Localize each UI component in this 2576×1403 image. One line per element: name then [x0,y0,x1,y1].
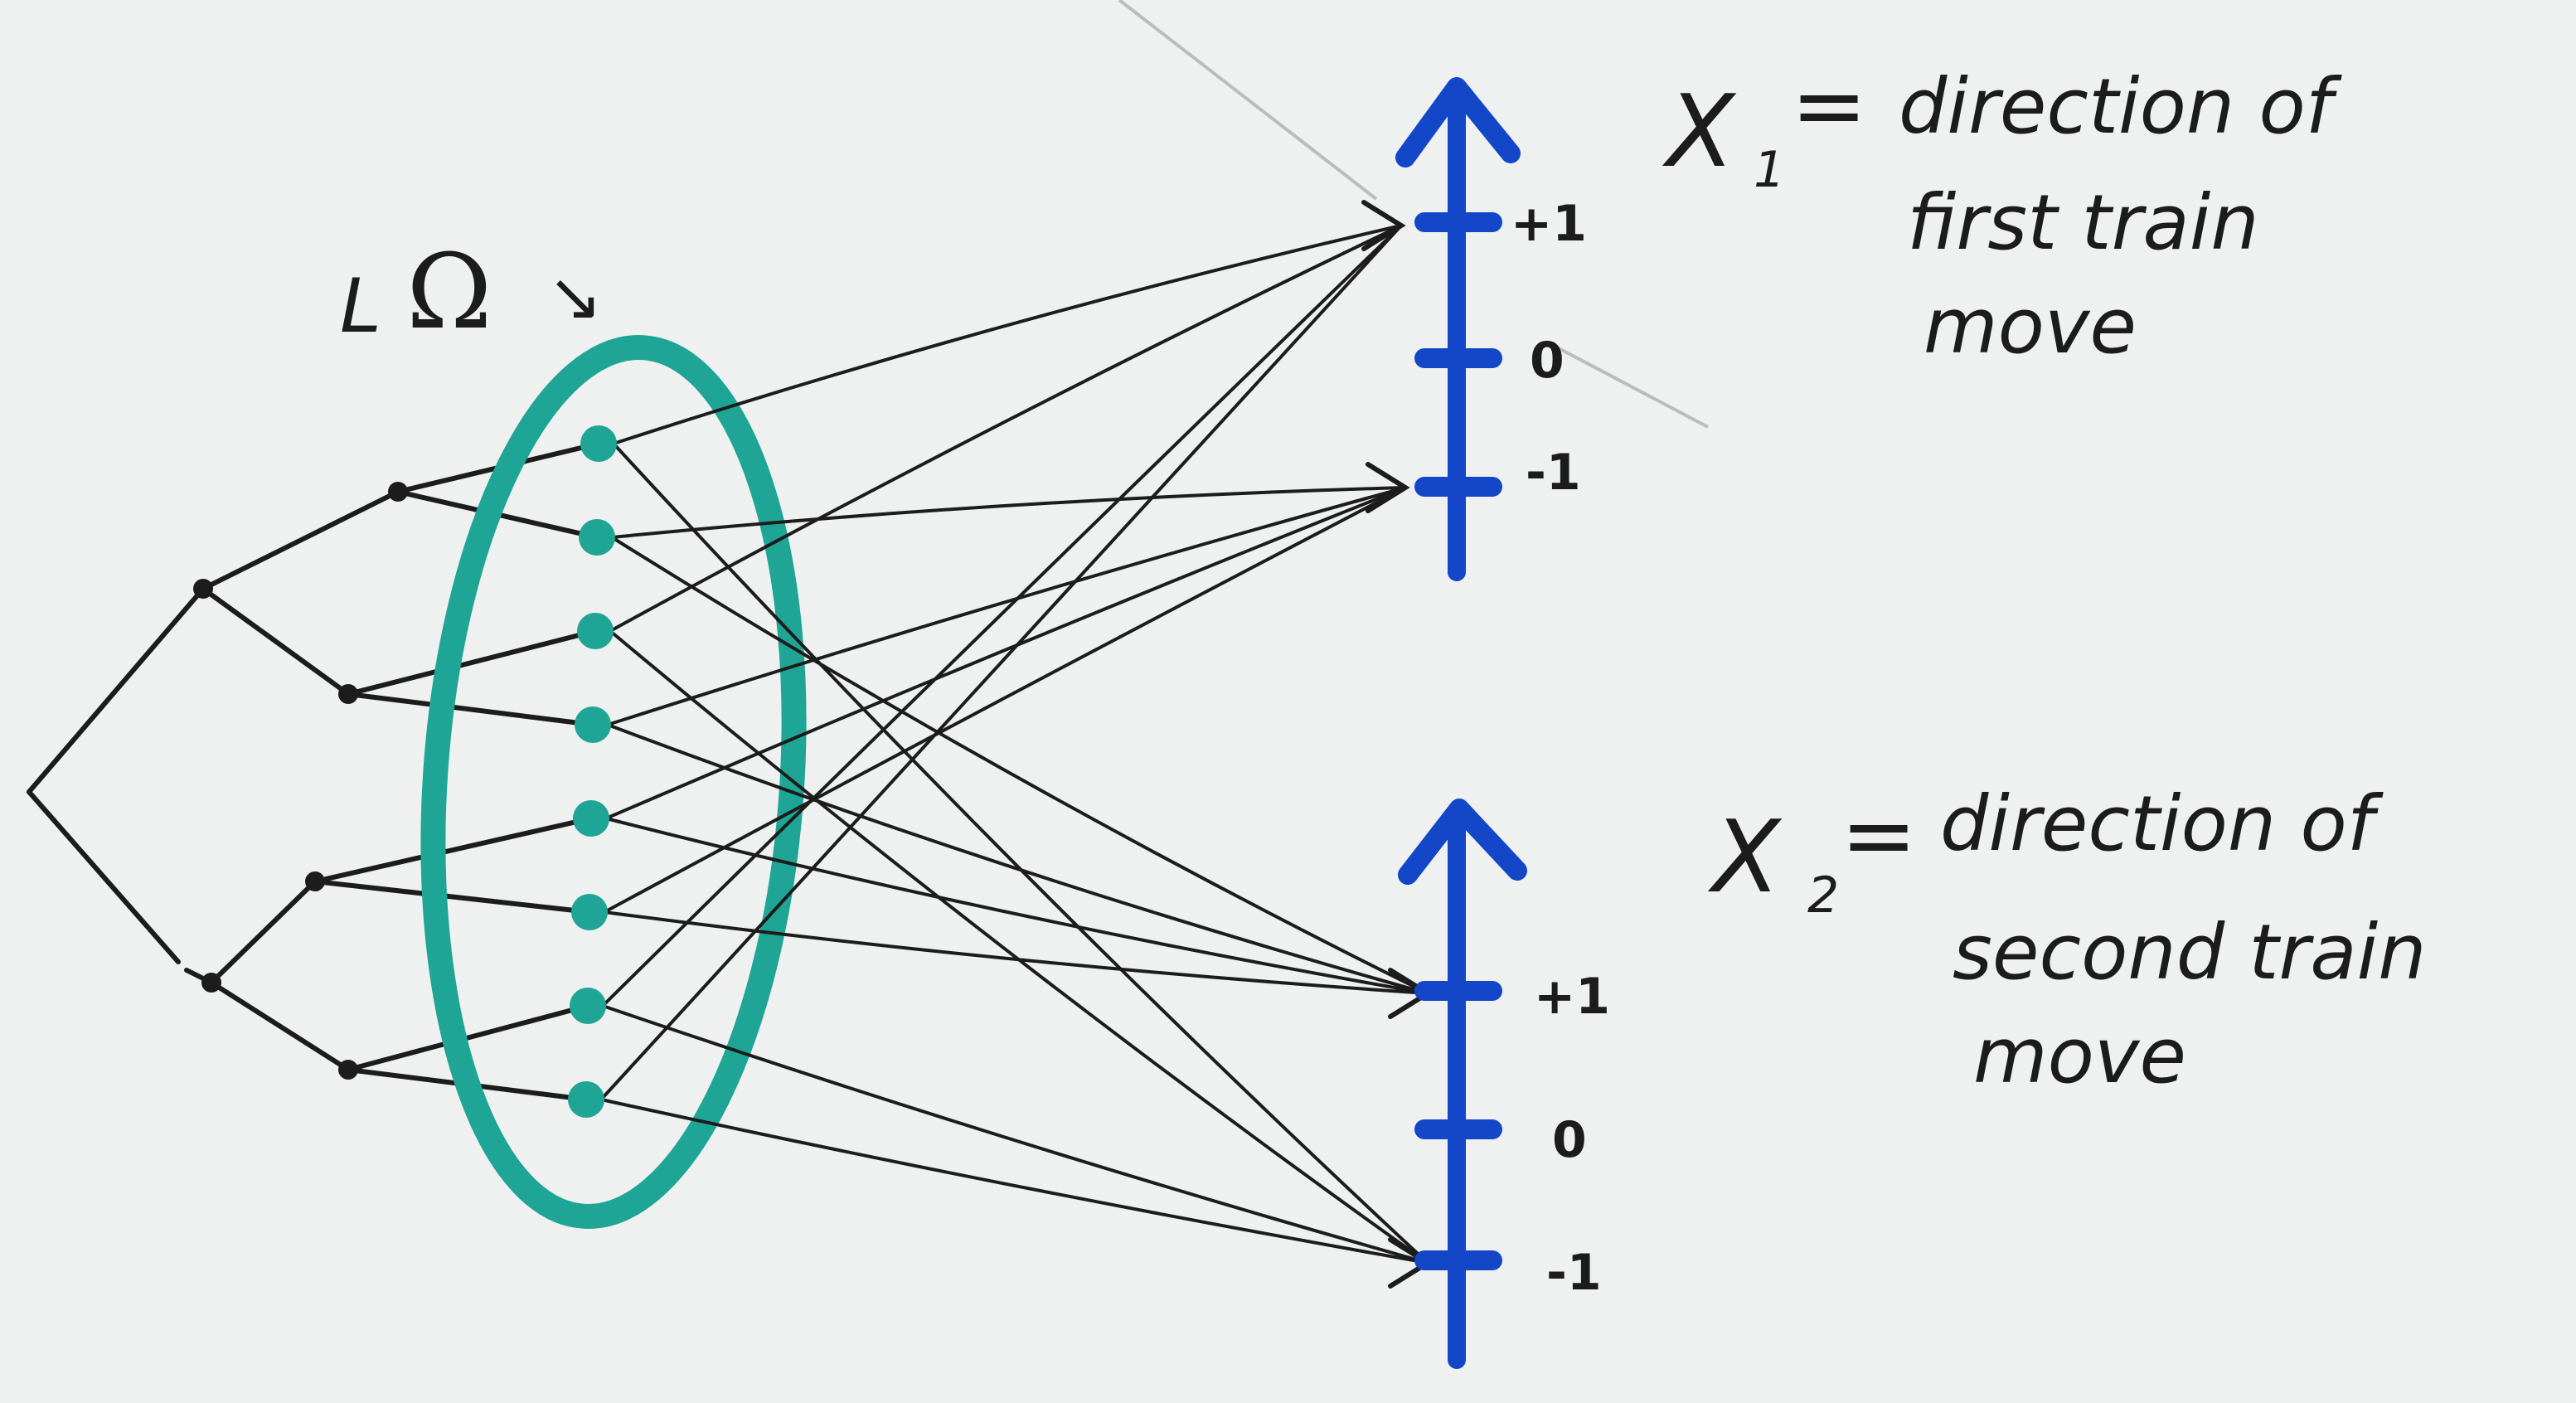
arrow-to-x1 [599,224,1403,1101]
arrow-to-x2 [612,442,1429,1265]
x2-subscript: 2 [1807,867,1839,925]
x2-equals: = [1841,782,1917,888]
x2-tick-label-minus1: -1 [1546,1244,1602,1302]
tree-branch-leaf [313,879,592,915]
tree-branch [27,789,181,964]
x2-description-line-1: direction of [1940,779,2384,868]
omega-arrow-icon: ↘ [547,258,603,335]
tree-branch-leaf [346,692,595,727]
pencil-stroke [1558,347,1709,429]
arrow-to-x1 [606,486,1407,726]
tree-node [338,1060,358,1080]
arrow-to-x1 [612,224,1403,445]
outcome-point [571,894,608,930]
x1-tick-label-minus1: -1 [1526,444,1581,502]
tree-branch [209,980,351,1072]
tree-branch-leaf [346,629,598,697]
outcome-point [573,800,609,837]
tree-branch-leaf [346,1003,590,1072]
x1-variable: X [1662,75,1737,190]
x1-description-line-3: move [1924,282,2137,371]
arrowhead-icon [1366,462,1410,513]
arrow-to-x2 [604,817,1429,995]
x2-description-line-2: second train [1953,908,2427,997]
x1-tick-label-plus1: +1 [1511,195,1587,253]
x1-description-line-2: first train [1907,178,2259,267]
outcome-point [580,425,617,462]
outcome-point [570,988,606,1024]
x2-axis-arrowhead-icon [1398,799,1527,885]
tree-node [305,871,325,891]
mapping-arrows [599,200,1433,1289]
x2-variable: X [1707,800,1783,915]
arrow-to-x2 [606,723,1429,995]
arrow-to-x1 [610,486,1407,539]
x2-tick-label-plus1: +1 [1534,968,1610,1026]
outcome-point [579,519,615,556]
outcome-point [568,1081,604,1118]
omega-label: Ω [406,232,492,352]
tree-branch [201,586,351,697]
arrow-to-x1 [601,224,1403,1007]
x1-subscript: 1 [1754,141,1785,199]
arrow-to-x2 [599,1098,1429,1265]
tree-node [201,973,221,993]
x1-equals: = [1791,52,1867,158]
tree-branch [201,489,400,591]
x2-description-line-3: move [1973,1012,2186,1100]
tree-node [193,579,213,599]
x2-axis [1398,799,1527,1369]
arrow-to-x2 [601,1004,1429,1265]
tree-node [338,684,358,704]
x1-axis [1395,77,1521,581]
sample-space-ellipse [420,335,807,1229]
pencil-stroke [1118,0,1378,201]
x1-tick-label-zero: 0 [1530,332,1565,390]
sample-space-points [568,425,617,1118]
arrow-to-x1 [604,486,1407,820]
arrow-to-x1 [603,486,1407,914]
arrowhead-icon [1361,200,1406,251]
x2-tick-label-zero: 0 [1552,1111,1587,1169]
arrow-to-x2 [609,629,1429,1265]
x1-axis-arrowhead-icon [1395,77,1521,167]
omega-bracket-left: ᒪ [340,263,381,350]
arrow-to-x2 [603,910,1429,995]
outcome-point [577,613,614,649]
probability-tree [27,441,601,1102]
x1-description-line-1: direction of [1899,62,2342,151]
arrow-to-x2 [610,536,1429,995]
tree-branch [27,586,206,794]
tree-node [388,482,408,502]
arrow-to-x1 [609,224,1403,633]
tree-branch [209,879,318,985]
outcome-point [575,706,611,743]
tree-branch-leaf [313,816,594,884]
